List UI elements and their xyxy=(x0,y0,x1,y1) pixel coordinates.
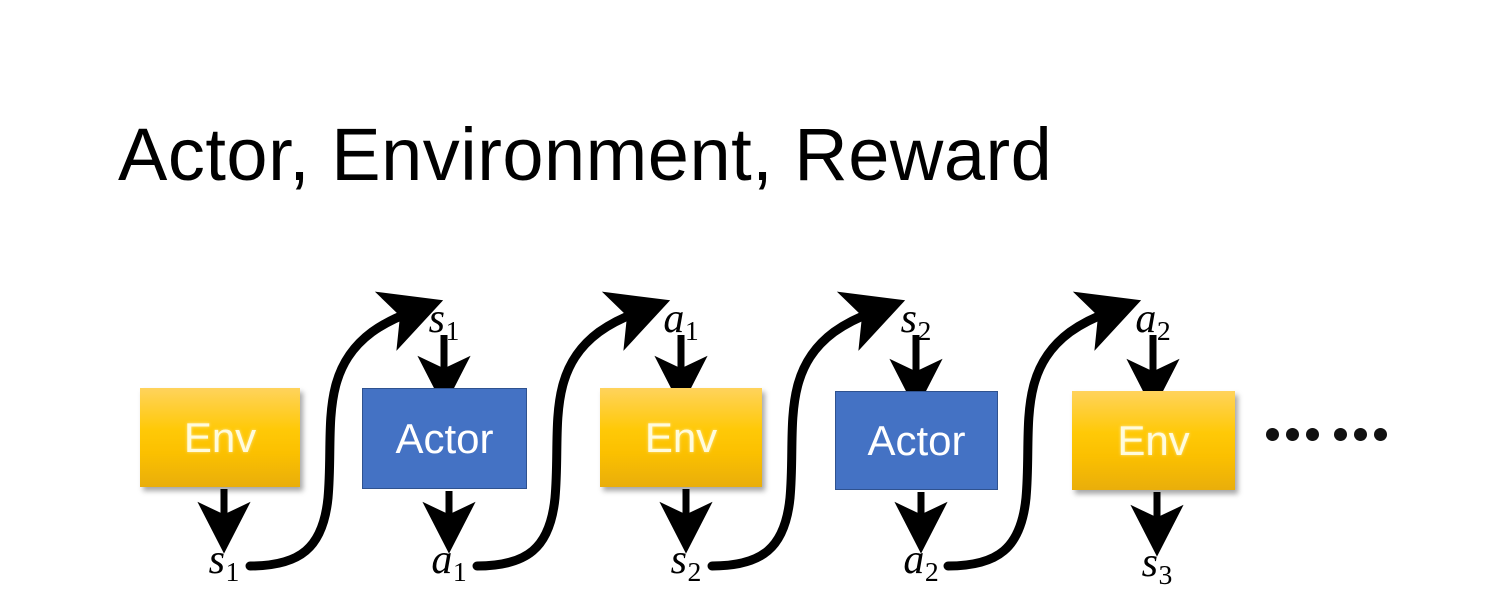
node-label: Env xyxy=(183,413,257,461)
node-label: Actor xyxy=(395,414,494,462)
label-state-s1-bottom: s1 xyxy=(209,539,240,586)
label-symbol: a xyxy=(431,537,453,583)
node-env-1[interactable]: Env xyxy=(140,388,300,487)
ellipsis-dot xyxy=(1266,428,1279,441)
ellipsis-dot xyxy=(1354,428,1367,441)
ellipsis-continuation xyxy=(1266,428,1387,441)
label-action-a1-bottom: a1 xyxy=(431,539,466,586)
label-symbol: s xyxy=(208,537,225,583)
node-actor-1[interactable]: Actor xyxy=(362,388,527,489)
node-label: Actor xyxy=(867,416,966,464)
label-subscript: 2 xyxy=(1156,315,1171,347)
label-subscript: 1 xyxy=(225,556,240,588)
label-subscript: 2 xyxy=(687,556,702,588)
page-title: Actor, Environment, Reward xyxy=(118,113,1053,196)
label-subscript: 2 xyxy=(924,556,939,588)
label-symbol: a xyxy=(663,296,685,342)
label-subscript: 1 xyxy=(452,556,467,588)
node-label: Env xyxy=(1117,416,1190,464)
label-symbol: s xyxy=(1141,540,1158,586)
label-state-s2-top: s2 xyxy=(901,298,932,345)
ellipsis-dot xyxy=(1374,428,1387,441)
ellipsis-dot xyxy=(1306,428,1319,441)
arrow-down-into-box xyxy=(417,335,1180,411)
arrow-down-out-of-box xyxy=(197,489,1184,557)
label-symbol: s xyxy=(670,537,687,583)
label-action-a1-top: a1 xyxy=(663,298,698,345)
label-subscript: 3 xyxy=(1158,559,1173,591)
label-subscript: 2 xyxy=(917,315,932,347)
label-state-s2-bottom: s2 xyxy=(671,539,702,586)
node-label: Env xyxy=(644,413,718,461)
label-symbol: s xyxy=(900,296,917,342)
ellipsis-dot xyxy=(1334,428,1347,441)
label-symbol: a xyxy=(1135,296,1157,342)
label-state-s3-bottom: s3 xyxy=(1142,542,1173,589)
label-symbol: s xyxy=(428,296,445,342)
label-subscript: 1 xyxy=(684,315,699,347)
label-action-a2-top: a2 xyxy=(1135,298,1170,345)
ellipsis-dot xyxy=(1286,428,1299,441)
label-symbol: a xyxy=(903,537,925,583)
label-subscript: 1 xyxy=(445,315,460,347)
node-env-3[interactable]: Env xyxy=(1072,391,1235,490)
label-action-a2-bottom: a2 xyxy=(903,539,938,586)
node-env-2[interactable]: Env xyxy=(600,388,762,487)
label-state-s1-top: s1 xyxy=(429,298,460,345)
node-actor-2[interactable]: Actor xyxy=(835,391,998,490)
